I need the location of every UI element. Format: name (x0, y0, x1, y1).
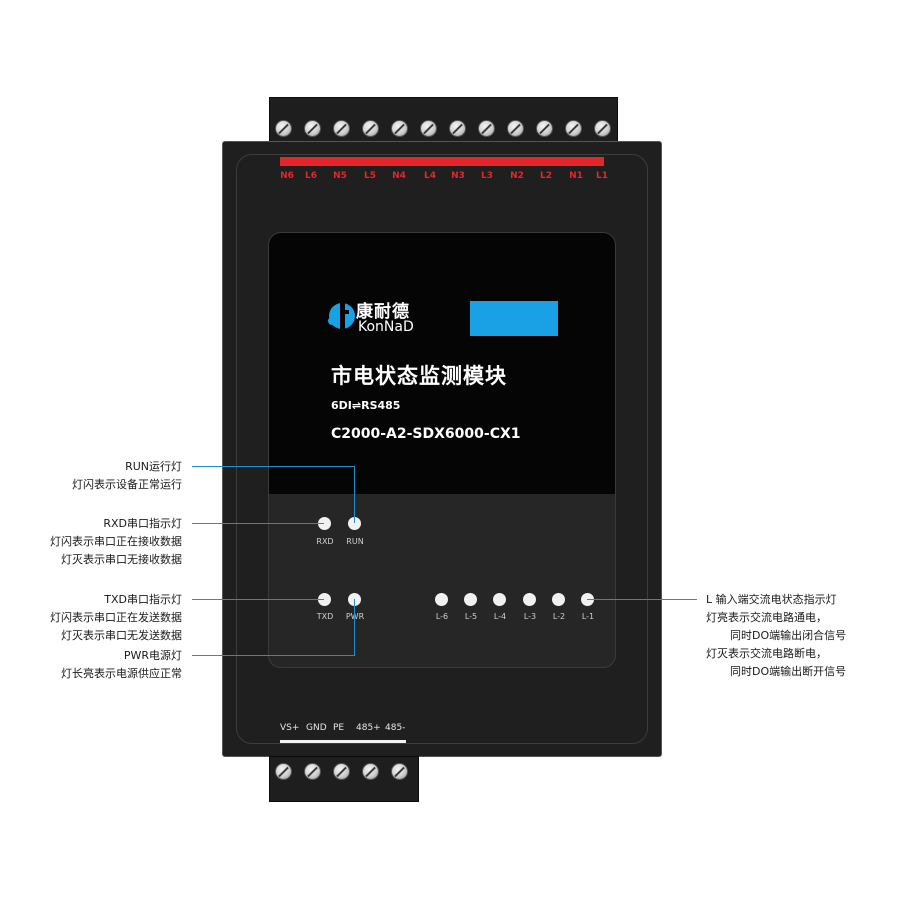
product-subtitle: 6DI⇌RS485 (331, 399, 401, 412)
annotation-heading: RXD串口指示灯 (103, 517, 182, 530)
model-number: C2000-A2-SDX6000-CX1 (331, 426, 521, 442)
rxd-led-label: RXD (316, 537, 334, 546)
annotation-heading: L 输入端交流电状态指示灯 (706, 593, 837, 606)
input-led-label: L-4 (493, 612, 507, 621)
product-title: 市电状态监测模块 (331, 364, 507, 388)
terminal-label: L1 (596, 171, 608, 181)
input-led-l4 (493, 593, 506, 606)
annotation-heading: PWR电源灯 (123, 649, 182, 662)
run-led (348, 517, 361, 530)
input-led-label: L-2 (552, 612, 566, 621)
input-led-label: L-5 (464, 612, 478, 621)
terminal-label: N6 (280, 171, 294, 181)
rxd-annotation: RXD串口指示灯 灯闪表示串口正在接收数据 灯灭表示串口无接收数据 (50, 515, 182, 569)
annotation-text: 同时DO端输出断开信号 (730, 665, 847, 678)
terminal-screw[interactable] (362, 120, 379, 137)
rxd-led (318, 517, 331, 530)
terminal-label: L6 (305, 171, 317, 181)
brand-name-en: KonNaD (358, 319, 414, 335)
bottom-terminal-label: 485- (385, 723, 406, 733)
pwr-leader-line (354, 599, 355, 656)
input-led-label: L-3 (523, 612, 537, 621)
pwr-annotation: PWR电源灯 灯长亮表示电源供应正常 (61, 647, 182, 683)
l-input-leader-line (587, 599, 697, 600)
brand-accent-box (470, 301, 558, 336)
terminal-label: N5 (333, 171, 347, 181)
annotation-heading: RUN运行灯 (125, 460, 182, 473)
bottom-terminal-block (269, 756, 419, 802)
brand-name-cn: 康耐德 (356, 302, 410, 322)
input-led-l6 (435, 593, 448, 606)
run-annotation: RUN运行灯 灯闪表示设备正常运行 (72, 458, 182, 494)
terminal-screw[interactable] (391, 120, 408, 137)
annotation-heading: TXD串口指示灯 (104, 593, 182, 606)
terminal-screw[interactable] (420, 120, 437, 137)
input-led-l2 (552, 593, 565, 606)
terminal-screw[interactable] (333, 763, 350, 780)
terminal-screw[interactable] (536, 120, 553, 137)
input-led-l5 (464, 593, 477, 606)
bottom-terminal-label: VS+ (280, 723, 300, 733)
input-led-label: L-1 (581, 612, 595, 621)
terminal-label: N4 (392, 171, 406, 181)
input-led-label: L-6 (435, 612, 449, 621)
bottom-terminal-label: GND (306, 723, 327, 733)
txd-led (318, 593, 331, 606)
top-terminal-block (269, 97, 618, 145)
terminal-screw[interactable] (565, 120, 582, 137)
bottom-label-bar (280, 740, 406, 743)
terminal-screw[interactable] (478, 120, 495, 137)
terminal-screw[interactable] (391, 763, 408, 780)
rxd-leader-line (192, 523, 324, 524)
terminal-screw[interactable] (304, 763, 321, 780)
run-led-label: RUN (346, 537, 364, 546)
pwr-led-label: PWR (338, 612, 372, 621)
annotation-text: 灯闪表示串口正在接收数据 (50, 535, 182, 548)
txd-annotation: TXD串口指示灯 灯闪表示串口正在发送数据 灯灭表示串口无发送数据 (50, 591, 182, 645)
input-led-l3 (523, 593, 536, 606)
annotation-text: 灯亮表示交流电路通电， (706, 611, 827, 624)
bottom-terminal-label: 485+ (356, 723, 381, 733)
terminal-label: L4 (424, 171, 436, 181)
terminal-screw[interactable] (594, 120, 611, 137)
terminal-label: N1 (569, 171, 583, 181)
terminal-screw[interactable] (362, 763, 379, 780)
annotation-text: 灯闪表示串口正在发送数据 (50, 611, 182, 624)
annotation-text: 灯灭表示串口无发送数据 (61, 629, 182, 642)
device-inner-frame (236, 154, 648, 744)
run-leader-line (192, 466, 355, 467)
terminal-label: N2 (510, 171, 524, 181)
terminal-screw[interactable] (275, 763, 292, 780)
terminal-label: N3 (451, 171, 465, 181)
annotation-text: 灯闪表示设备正常运行 (72, 478, 182, 491)
terminal-label: L2 (540, 171, 552, 181)
annotation-text: 灯灭表示串口无接收数据 (61, 553, 182, 566)
terminal-screw[interactable] (333, 120, 350, 137)
terminal-label: L5 (364, 171, 376, 181)
bottom-terminal-label: PE (333, 723, 345, 733)
terminal-screw[interactable] (304, 120, 321, 137)
txd-leader-line (192, 599, 324, 600)
konnad-logo-icon (328, 301, 355, 331)
txd-led-label: TXD (316, 612, 334, 621)
annotation-text: 同时DO端输出闭合信号 (730, 629, 847, 642)
l-input-annotation: L 输入端交流电状态指示灯 灯亮表示交流电路通电， 同时DO端输出闭合信号 灯灭… (706, 591, 846, 681)
annotation-text: 灯灭表示交流电路断电， (706, 647, 827, 660)
pwr-leader-line (192, 655, 355, 656)
terminal-screw[interactable] (275, 120, 292, 137)
terminal-screw[interactable] (507, 120, 524, 137)
terminal-label-bar (280, 157, 604, 166)
annotation-text: 灯长亮表示电源供应正常 (61, 667, 182, 680)
terminal-screw[interactable] (449, 120, 466, 137)
terminal-label: L3 (481, 171, 493, 181)
run-leader-line (354, 466, 355, 523)
